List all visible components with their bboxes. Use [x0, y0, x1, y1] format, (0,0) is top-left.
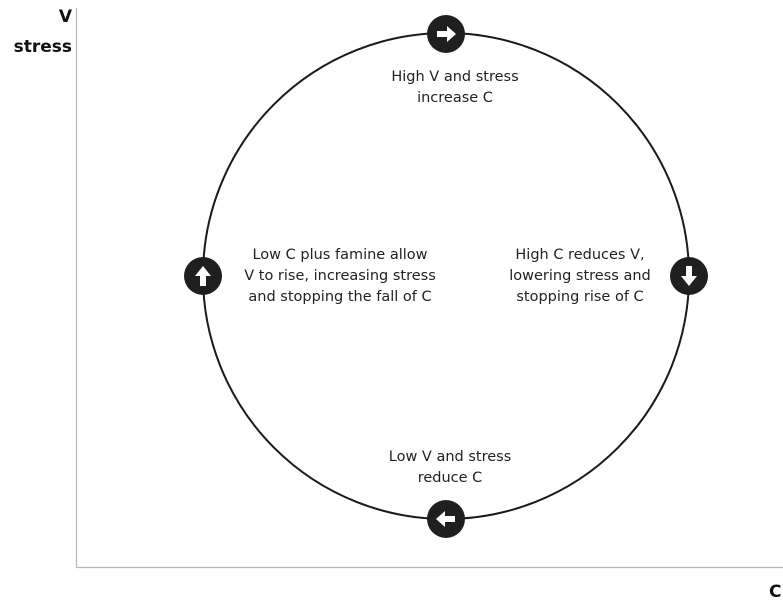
arrow-right-icon	[427, 15, 465, 53]
arrow-down-icon	[670, 257, 708, 295]
right-stage-text: High C reduces V, lowering stress and st…	[509, 247, 651, 305]
arrow-up-icon	[184, 257, 222, 295]
bottom-stage-text: Low V and stress reduce C	[388, 449, 512, 486]
top-stage-text: High V and stress increase C	[391, 69, 519, 106]
arrow-left-icon	[427, 500, 465, 538]
left-stage-text: Low C plus famine allow V to rise, incre…	[244, 247, 436, 305]
y-axis-label-stress: stress	[13, 37, 72, 57]
y-axis-label-v: V	[58, 7, 72, 27]
x-axis-label: C	[769, 582, 782, 602]
